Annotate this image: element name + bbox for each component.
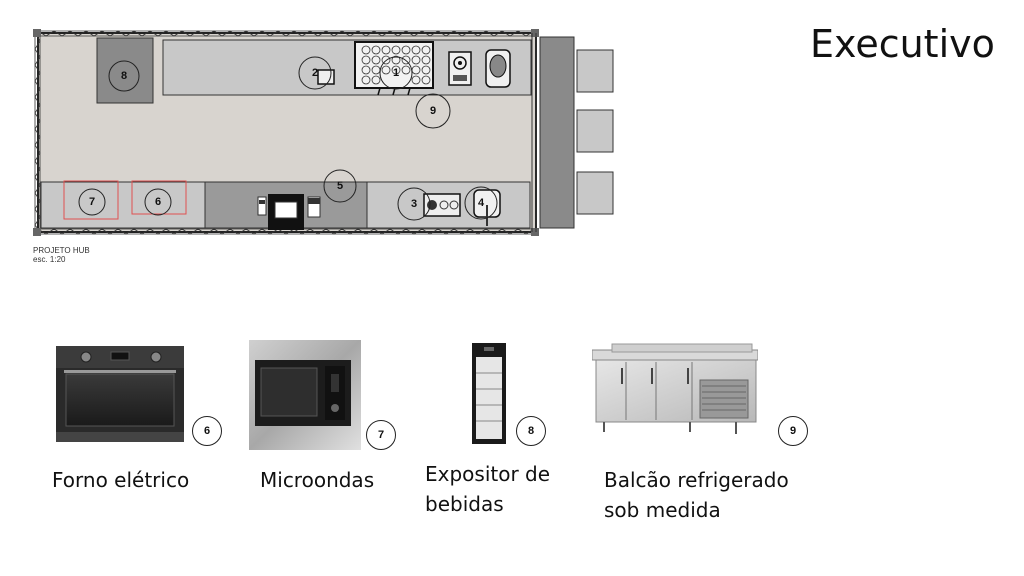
product-number-9: 9 [778,416,808,446]
corner-post [531,228,539,236]
marker-5: 5 [323,169,357,203]
product-caption-8: Expositor de bebidas [425,462,551,516]
svg-text:4: 4 [478,197,485,209]
truss-left [34,32,41,233]
svg-text:3: 3 [411,198,417,210]
marker-9: 9 [415,93,451,129]
corner-post [33,228,41,236]
product-caption-6: Forno elétrico [52,468,190,492]
microwave-image [249,340,361,450]
svg-text:2: 2 [312,67,318,79]
oven-zone-7 [63,180,119,220]
page-title: Executivo [810,22,995,66]
product-caption-9: Balcão refrigerado sob medida [604,468,789,522]
floor-plan: 1 2 3 4 5 6 7 8 9 [33,29,614,236]
marker-3: 3 [397,187,431,221]
electric-oven-image [56,346,184,442]
product-caption-7: Microondas [260,468,375,492]
griddle-unit [354,41,434,89]
front-counter-left [40,181,206,229]
cooler-8 [96,37,154,104]
product-number-8: 8 [516,416,546,446]
product-number-6: 6 [192,416,222,446]
marker-8: 8 [108,60,140,92]
griddle-burners [361,45,431,85]
corner-post [33,29,41,37]
stool-3 [576,171,614,215]
side-counter [539,36,575,229]
marker-4: 4 [464,186,498,220]
marker-1: 1 [379,56,413,90]
svg-text:6: 6 [155,196,161,208]
svg-text:9: 9 [430,105,436,117]
oven-zone-6 [131,180,187,215]
marker-6: 6 [144,188,172,216]
svg-text:1: 1 [393,67,399,79]
small-appliance-2 [317,69,335,85]
product-number-7: 7 [366,420,396,450]
plan-label-scale: esc. 1:20 [33,255,66,264]
plan-label-project: PROJETO HUB [33,246,90,255]
plan-label: PROJETO HUB esc. 1:20 [33,246,90,264]
stool-1 [576,49,614,93]
marker-7: 7 [78,188,106,216]
marker-2: 2 [298,56,332,90]
stool-2 [576,109,614,153]
back-counter [162,39,532,96]
svg-text:5: 5 [337,180,343,192]
corner-post [531,29,539,37]
truss-top [37,30,536,37]
svg-text:7: 7 [89,196,95,208]
beverage-display-image [472,343,506,444]
svg-text:8: 8 [121,70,127,82]
refrigerated-counter-image [592,343,758,434]
fryer-unit [423,193,461,217]
